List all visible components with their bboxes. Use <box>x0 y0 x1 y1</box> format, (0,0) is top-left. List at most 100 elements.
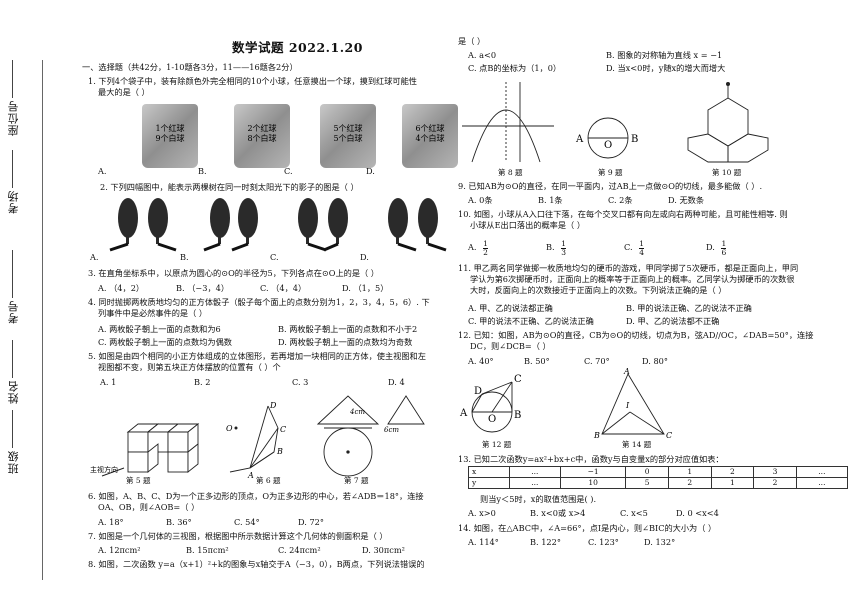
question-14: 14. 如图，在△ABC中，∠A=66°，点I是内心，则∠BIC的大小为（ ） <box>458 523 717 533</box>
caption-fig7: 第 7 题 <box>344 476 369 485</box>
q6-line2: OA、OB，则∠AOB=（ ） <box>98 501 200 512</box>
q12-line1: 12. 已知：如图，AB为⊙O的直径，CB为⊙O的切线，切点为B，弦AD//OC… <box>458 330 814 340</box>
q1-opt-a: A. <box>98 166 107 176</box>
caption-fig8: 第 8 题 <box>498 168 523 177</box>
q5-opt-a: A. 1 <box>100 377 117 387</box>
q5-line1: 5. 如图是由四个相同的小正方体组成的立体图形，若再增加一块相同的正方体，使主视… <box>88 351 426 361</box>
q2-opt-a: A. <box>90 252 99 262</box>
blank-number <box>12 250 13 298</box>
q3-opt-d: D. （1，5） <box>342 283 389 293</box>
q14-opt-b: B. 122° <box>530 537 561 547</box>
q12-line2: DC，则∠DCB=（ ） <box>470 340 551 351</box>
fig6-polygon <box>229 405 279 473</box>
svg-text:I: I <box>625 401 630 410</box>
question-5: 5. 如图是由四个相同的小正方体组成的立体图形，若再增加一块相同的正方体，使主视… <box>88 351 462 373</box>
section-heading: 一、选择题（共42分，1-10题各3分，11——16题各2分） <box>82 62 298 72</box>
q5-opt-d: D. 4 <box>388 377 405 387</box>
question-4: 4. 同时抛掷两枚质地均匀的正方体骰子（骰子每个面上的点数分别为1，2，3，4，… <box>88 297 462 319</box>
q14-opt-a: A. 114° <box>468 537 499 547</box>
main-direction-arrow <box>101 467 125 477</box>
q4-line2: 列事件中是必然事件的是（ ） <box>98 307 208 318</box>
blank-room <box>12 150 13 188</box>
svg-text:C: C <box>514 374 522 385</box>
svg-text:A: A <box>575 134 584 145</box>
q10-line2: 小球从E出口落出的概率是（ ） <box>470 219 586 230</box>
q8-opt-b: B. 图象的对称轴为直线 x = −1 <box>606 50 723 60</box>
q2-opt-b: B. <box>180 252 189 262</box>
q1-opt-b: B. <box>198 166 207 176</box>
figures-5-6-7: 主视方向 O A B C D 4cm 6cm <box>90 395 425 480</box>
blank-seat <box>12 60 13 98</box>
q2-opt-d: D. <box>360 252 369 262</box>
fig7-three-views <box>316 395 425 477</box>
label-seat: 座位号 <box>7 100 20 136</box>
question-3: 3. 在直角坐标系中，以原点为圆心的⊙O的半径为5，下列各点在⊙O上的是（ ） <box>88 268 379 278</box>
question-10: 10. 如图，小球从A入口往下落，在每个交叉口都有向左或向右两种可能，且可能性相… <box>458 209 850 231</box>
caption-fig9: 第 9 题 <box>598 168 623 177</box>
svg-text:D: D <box>269 401 277 410</box>
q5-opt-c: C. 3 <box>292 377 309 387</box>
svg-text:B: B <box>276 447 283 456</box>
q1-line1: 1. 下列4个袋子中，装有除颜色外完全相同的10个小球，任意摸出一个球，摸到红球… <box>88 76 417 86</box>
svg-text:A: A <box>623 368 630 376</box>
svg-text:C: C <box>280 425 286 434</box>
q12-opt-b: B. 50° <box>524 356 550 366</box>
q13-opt-d: D. 0 <x<4 <box>676 508 719 518</box>
q4-line1: 4. 同时抛掷两枚质地均匀的正方体骰子（骰子每个面上的点数分别为1，2，3，4，… <box>88 297 430 307</box>
q9-opt-d: D. 无数条 <box>668 195 705 205</box>
fig14-triangle <box>601 373 665 435</box>
svg-text:A: A <box>459 408 468 419</box>
q13-opt-a: A. x>0 <box>468 508 496 518</box>
q2-opt-c: C. <box>270 252 279 262</box>
svg-text:B: B <box>593 431 600 440</box>
q14-opt-d: D. 132° <box>644 537 676 547</box>
q9-opt-c: C. 2条 <box>608 195 633 205</box>
main-direction-label: 主视方向 <box>90 465 118 474</box>
svg-text:6cm: 6cm <box>384 426 399 434</box>
label-name: 姓名 <box>7 380 20 404</box>
q7-opt-b: B. 15πcm² <box>186 545 229 555</box>
svg-text:B: B <box>631 134 638 145</box>
fig5-cubes <box>126 423 200 473</box>
q12-opt-d: D. 80° <box>642 356 668 366</box>
caption-fig5: 第 5 题 <box>126 476 151 485</box>
caption-fig14: 第 14 题 <box>622 440 652 449</box>
question-11: 11. 甲乙两名同学做掷一枚质地均匀的硬币的游戏，甲同学掷了5次硬币，都是正面向… <box>458 263 852 295</box>
q1-opt-c: C. <box>284 166 293 176</box>
q13-opt-c: C. x<5 <box>620 508 648 518</box>
q9-opt-a: A. 0条 <box>468 195 493 205</box>
question-12: 12. 已知：如图，AB为⊙O的直径，CB为⊙O的切线，切点为B，弦AD//OC… <box>458 330 852 352</box>
binding-strip: 座位号 考场 考号 姓名 班级 <box>0 0 52 607</box>
q7-opt-a: A. 12πcm² <box>98 545 141 555</box>
caption-fig12: 第 12 题 <box>482 440 512 449</box>
q11-opt-a: A. 甲、乙的说法都正确 <box>468 303 553 313</box>
q7-opt-c: C. 24πcm² <box>278 545 321 555</box>
exam-page: 数学试题 2022.1.20 一、选择题（共42分，1-10题各3分，11——1… <box>60 0 860 607</box>
svg-text:A: A <box>247 471 254 480</box>
q10-line1: 10. 如图，小球从A入口往下落，在每个交叉口都有向左或向右两种可能，且可能性相… <box>458 209 788 219</box>
svg-text:4cm: 4cm <box>349 408 365 416</box>
q12-opt-a: A. 40° <box>468 356 494 366</box>
exam-title: 数学试题 2022.1.20 <box>232 40 363 55</box>
q4-opt-c: C. 两枚骰子朝上一面的点数均为偶数 <box>98 337 232 347</box>
blank-class <box>12 410 13 448</box>
q8-opt-a: A. a<0 <box>468 50 497 60</box>
binding-line <box>42 60 43 580</box>
q3-opt-c: C. （4，4） <box>260 283 307 293</box>
fig12-circle <box>471 381 513 433</box>
blank-name <box>12 340 13 378</box>
q6-opt-d: D. 72° <box>298 517 324 527</box>
svg-text:O: O <box>488 414 496 425</box>
q13-line2: 则当y＜5时，x的取值范围是( ). <box>480 494 597 504</box>
caption-fig10: 第 10 题 <box>712 168 742 177</box>
q6-opt-a: A. 18° <box>98 517 124 527</box>
q4-opt-d: D. 两枚骰子朝上一面的点数均为奇数 <box>278 337 413 347</box>
